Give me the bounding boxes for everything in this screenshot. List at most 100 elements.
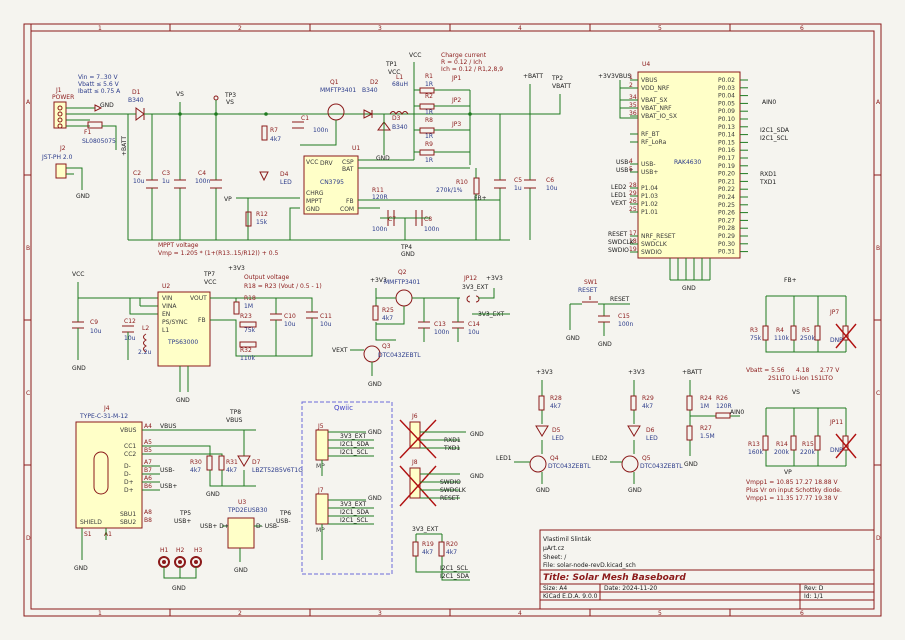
u2-pin-l1: L1: [162, 327, 169, 334]
f1-ref: F1: [84, 129, 91, 136]
r32-ref: R32: [240, 347, 252, 354]
q3-value: DTC043ZEBTL: [378, 352, 421, 359]
u4-vbus-flag: +3V3VBUS: [598, 73, 631, 80]
q1-value: MMFTP3401: [320, 87, 356, 94]
q1-ref: Q1: [330, 79, 339, 86]
j6-gnd: GND: [470, 431, 484, 438]
u4-gnd: GND: [682, 285, 696, 292]
c12-ref: C12: [124, 318, 136, 325]
div-vp: VP: [784, 469, 792, 476]
mppt-equation: Vmp = 1.205 * (1+(R13..15/R12)) + 0.5: [158, 250, 278, 257]
r12-ref: R12: [256, 211, 268, 218]
r31-ref: R31: [226, 459, 238, 466]
u3-chip: [227, 517, 255, 549]
boost-3v3-flag: +3V3: [228, 265, 245, 272]
r9-value: 1R: [425, 157, 433, 164]
h1-ref: H1: [160, 547, 169, 554]
j4-pin-number: B7: [144, 467, 152, 474]
c13-value: 100n: [434, 329, 449, 336]
author: Vlastimil Slinták: [543, 536, 592, 543]
r27-ref: R27: [700, 425, 712, 432]
r30-value: 4k7: [190, 467, 201, 474]
h2-ref: H2: [176, 547, 185, 554]
charge-current-title: Charge current: [441, 52, 487, 59]
l1-ref: L1: [396, 74, 403, 81]
r1-ref: R1: [425, 73, 433, 80]
u4-left-pin-number: 19: [629, 246, 637, 253]
q2-value: MMFTP3401: [384, 279, 420, 286]
u4-right-pin-label: P0.16: [718, 147, 735, 154]
u2-chip: [157, 291, 211, 367]
u4-right-pin-label: P0.28: [718, 225, 735, 232]
outer-frame: [23, 23, 882, 617]
led-section: +3V3 R28 4k7 D5 LED Q4 DTC043ZEBTL LED1 …: [496, 369, 744, 494]
tp4-ref: TP4: [400, 244, 412, 251]
r26-ref: R26: [716, 395, 728, 402]
c6-ref: C6: [546, 177, 554, 184]
l2-value: 2.2u: [138, 349, 152, 356]
ext-switch-section: +3V3 Q2 MMFTP3401 R25 4k7 Q3 DTC043ZEBTL…: [332, 269, 510, 388]
holes-gnd: GND: [172, 585, 186, 592]
u4-right-pin-label: P0.27: [718, 217, 735, 224]
tp4-gnd: GND: [401, 251, 415, 258]
charge-current-r: R = 0.12 / Ich: [441, 59, 482, 66]
tp6-net: USB-: [276, 518, 290, 525]
u4-left-pin-number: 35: [629, 102, 637, 109]
u4-left-pin-number: 17: [629, 230, 637, 237]
c6-value: 10u: [546, 185, 558, 192]
j1-ref: J1: [55, 87, 62, 94]
u1-pin-vcc: VCC: [306, 159, 318, 166]
charger-section: Q1 MMFTP3401 D2 B340 L1 68uH D3 B340 TP1…: [224, 52, 571, 258]
u2-pin-ps: PS/SYNC: [162, 319, 188, 326]
d3-value: B340: [392, 124, 408, 131]
u2-value: TPS63000: [167, 339, 198, 346]
u4-left-pin-number: 4: [629, 158, 633, 165]
mcu-section: U4 RAK4630 +3V3VBUS VBUS1VDD_NRF2VBAT_SX…: [598, 61, 790, 292]
q5-gnd: GND: [628, 487, 642, 494]
u4-left-pin-label: RF_BT: [641, 131, 660, 138]
u4-led1: LED1: [611, 192, 627, 199]
u2-pin-fb: FB: [198, 317, 206, 324]
usb-vbus-net: VBUS: [160, 423, 177, 430]
q4-led1: LED1: [496, 455, 512, 462]
d2-ref: D2: [370, 79, 379, 86]
j7-connector: [315, 493, 329, 525]
u4-left-pin-label: P1.02: [641, 201, 658, 208]
u4-left-pin-label: RF_LoRa: [641, 139, 667, 146]
zone-col-1-bottom: 1: [98, 610, 102, 617]
l1-value: 68uH: [392, 81, 408, 88]
j1-gnd-label: GND: [100, 102, 114, 109]
u3-ref: U3: [238, 499, 246, 506]
j5-mp: MP: [316, 463, 325, 470]
r29-value: 4k7: [642, 403, 653, 410]
r3-value: 75k: [750, 335, 762, 342]
u4-right-pin-label: P0.20: [718, 171, 735, 178]
u4-usbp: USB+: [616, 167, 633, 174]
j4-pin-dp-b: D+: [124, 487, 134, 494]
r31-value: 4k7: [226, 467, 237, 474]
u4-left-pin-number: 2: [629, 82, 633, 89]
c1-value: 100n: [313, 127, 328, 134]
r11-ref: R11: [372, 187, 384, 194]
rak4630-module: [637, 71, 741, 259]
q2-ref: Q2: [398, 269, 407, 276]
q5-led2: LED2: [592, 455, 608, 462]
u4-right-pin-label: P0.25: [718, 202, 735, 209]
sheet: Sheet: /: [543, 554, 567, 561]
j7-ref: J7: [317, 487, 324, 494]
jp12-net: 3V3_EXT: [462, 284, 489, 291]
zone-col-6: 6: [800, 25, 804, 32]
tp3-ref: TP3: [224, 92, 236, 99]
usb-p-net: USB+: [160, 483, 177, 490]
tool: KiCad E.D.A. 9.0.0: [543, 593, 598, 600]
j4-pin-number: A4: [144, 423, 152, 430]
jp7-ref: JP7: [829, 309, 839, 316]
vs-power-flag: VS: [176, 91, 184, 98]
u3-usbp: USB+ D+: [200, 523, 229, 530]
r18-value: 1M: [244, 303, 253, 310]
r15-value: 220k: [800, 449, 815, 456]
j4-pin-cc2: CC2: [124, 451, 136, 458]
r11-value: 120R: [372, 194, 388, 201]
c7-value: 100n: [372, 226, 387, 233]
